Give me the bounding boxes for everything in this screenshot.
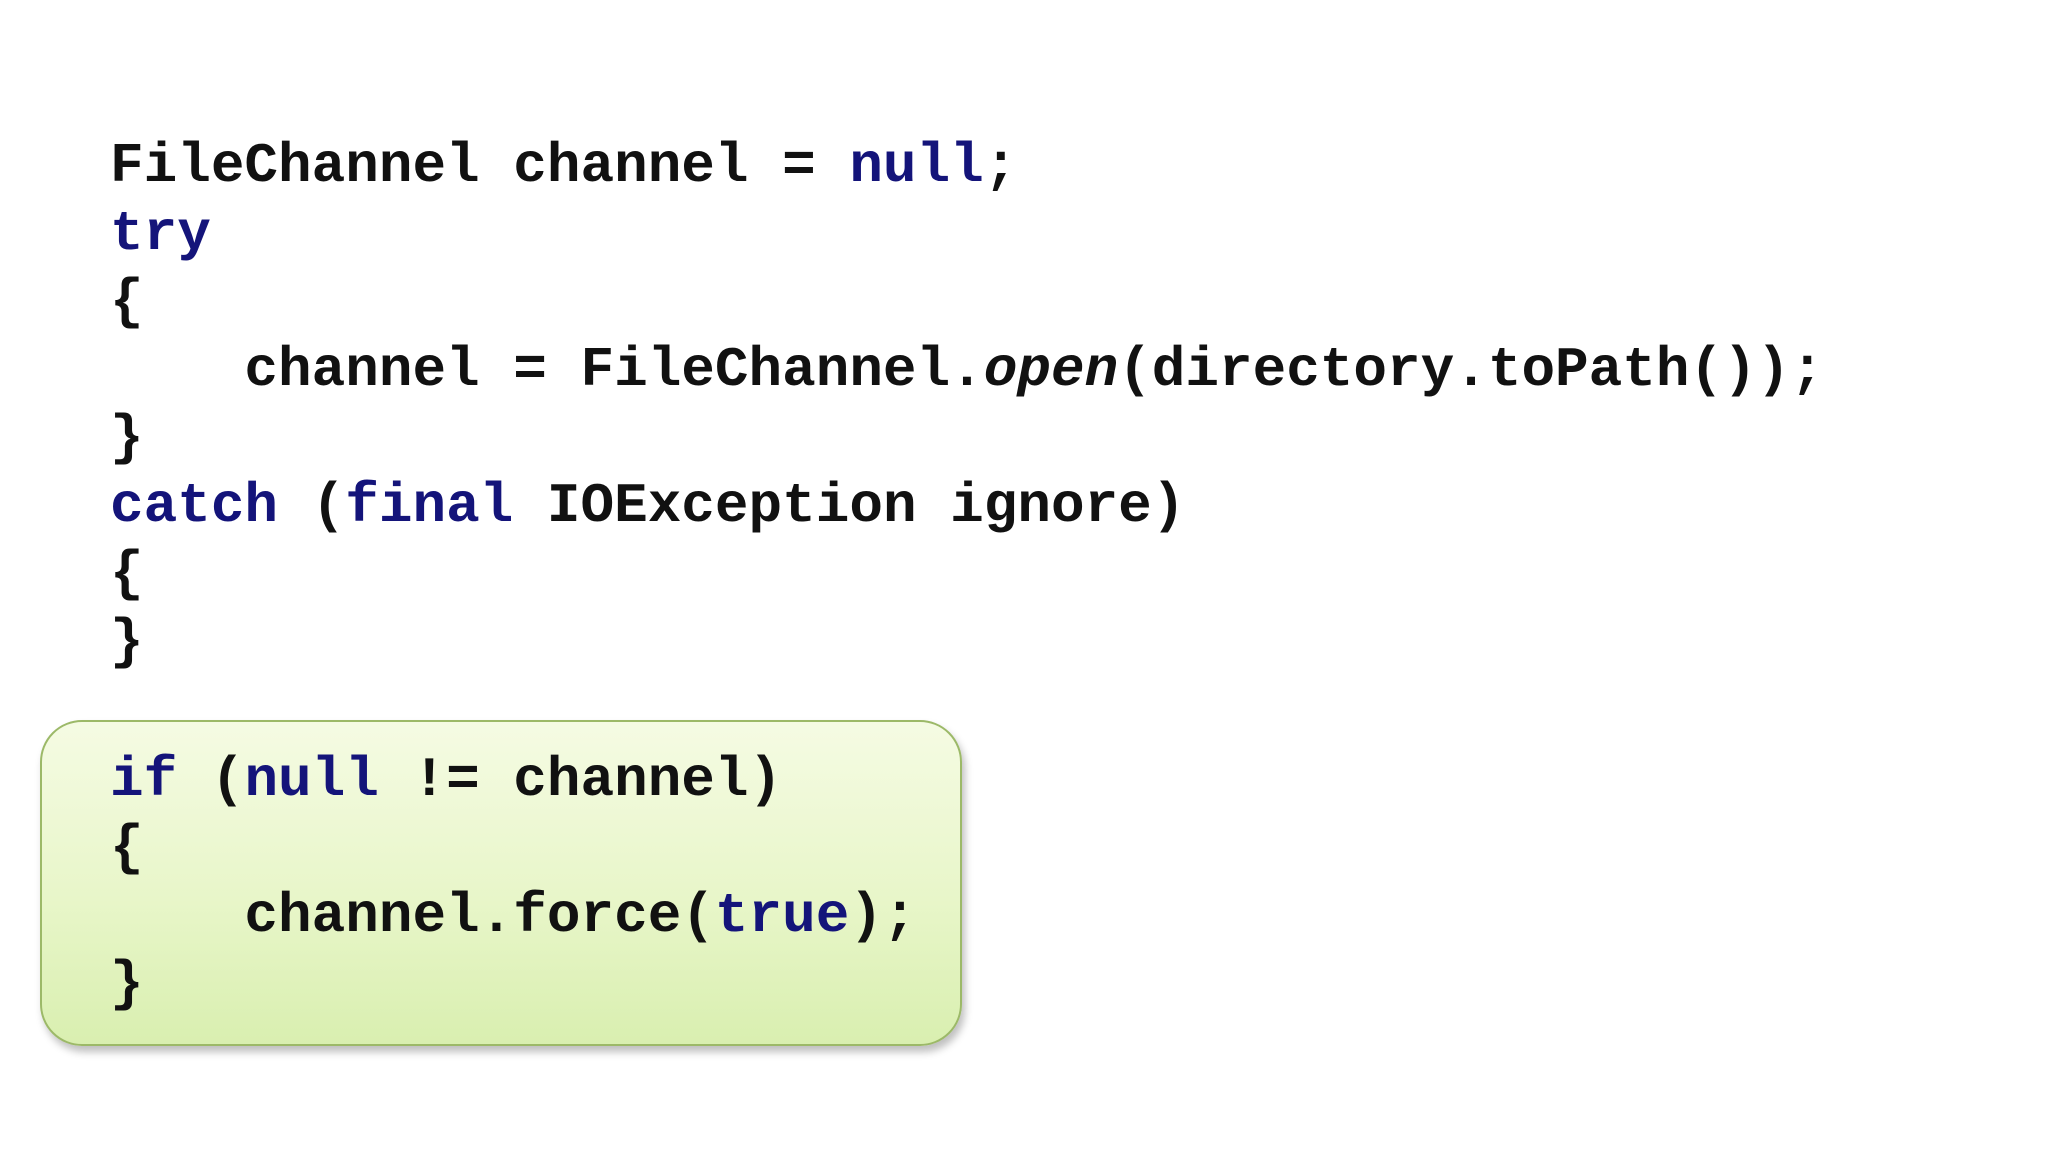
code-text: ( [177, 748, 245, 812]
close-brace: } [110, 406, 144, 470]
code-text: channel = FileChannel. [244, 338, 984, 402]
code-line: { [110, 268, 1824, 336]
code-line: if (null != channel) [110, 746, 917, 814]
code-line: try [110, 200, 1824, 268]
open-brace: { [110, 542, 144, 606]
keyword-catch: catch [110, 474, 279, 538]
open-brace: { [110, 816, 144, 880]
indent [110, 884, 244, 948]
code-line: catch (final IOException ignore) [110, 472, 1824, 540]
code-block-main: FileChannel channel = null;try{ channel … [110, 132, 1824, 676]
close-brace: } [110, 952, 144, 1016]
code-text: (directory.toPath()); [1118, 338, 1824, 402]
code-line: } [110, 950, 917, 1018]
code-text: ( [278, 474, 346, 538]
code-text: FileChannel channel = [110, 134, 850, 198]
code-line: channel = FileChannel.open(directory.toP… [110, 336, 1824, 404]
code-text: ; [983, 134, 1018, 198]
close-brace: } [110, 610, 144, 674]
code-line: { [110, 540, 1824, 608]
indent [110, 338, 244, 402]
keyword-null: null [849, 134, 984, 198]
code-text: channel.force( [244, 884, 715, 948]
keyword-try: try [110, 202, 211, 266]
code-text: ); [849, 884, 917, 948]
keyword-null: null [244, 748, 379, 812]
code-text: IOException ignore) [513, 474, 1186, 538]
code-line: { [110, 814, 917, 882]
highlight-box [40, 720, 962, 1046]
keyword-if: if [110, 748, 178, 812]
open-brace: { [110, 270, 144, 334]
keyword-final: final [345, 474, 514, 538]
code-line: } [110, 404, 1824, 472]
code-text: != channel) [378, 748, 783, 812]
code-line: } [110, 608, 1824, 676]
code-block-highlight: if (null != channel){ channel.force(true… [110, 746, 917, 1018]
keyword-true: true [714, 884, 850, 948]
code-line: FileChannel channel = null; [110, 132, 1824, 200]
method-open: open [983, 338, 1119, 402]
code-line: channel.force(true); [110, 882, 917, 950]
